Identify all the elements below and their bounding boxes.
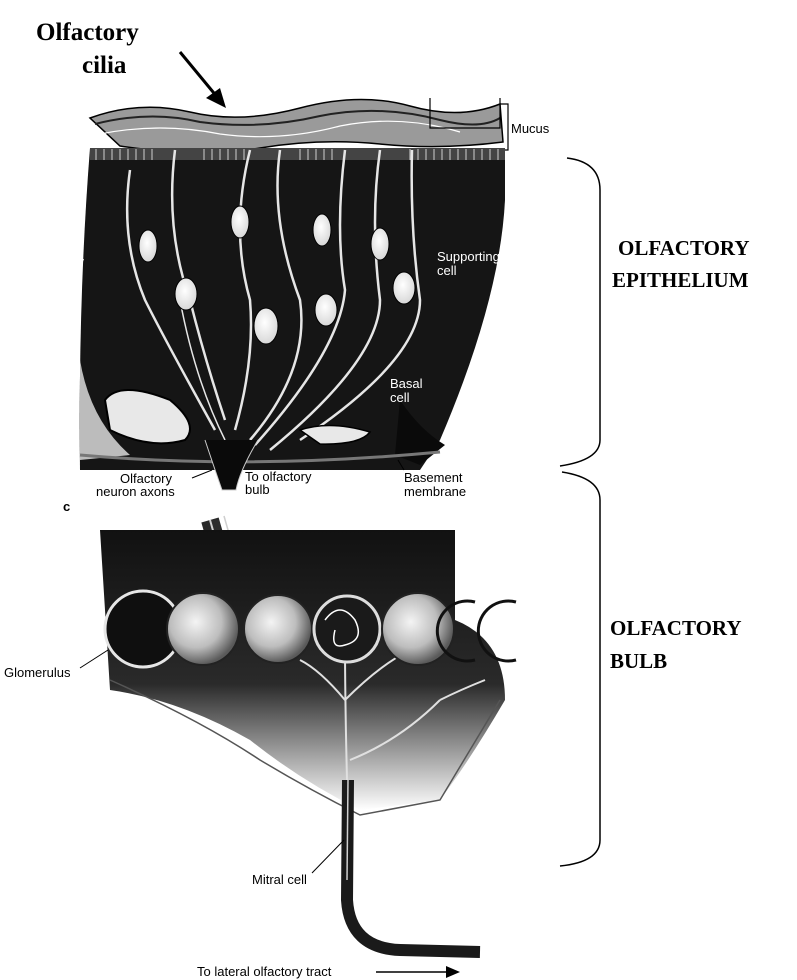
sensory-neuron-label: Olfactory sensory neuron (32, 254, 85, 297)
svg-text:neuron axons: neuron axons (96, 484, 175, 499)
panel-letter: c (63, 499, 70, 514)
epithelium-tissue (80, 148, 505, 490)
svg-text:membrane: membrane (404, 484, 466, 499)
svg-text:cell: cell (390, 390, 410, 405)
mitral-cell-label: Mitral cell (252, 840, 344, 887)
epithelium-brace (560, 158, 600, 466)
mucus-label: Mucus (511, 121, 550, 136)
title-line-2: cilia (82, 52, 127, 79)
bulb-label-line-1: OLFACTORY (610, 616, 742, 640)
epithelium-label-line-2: EPITHELIUM (612, 268, 749, 292)
svg-text:Basement: Basement (404, 470, 463, 485)
epithelium-label-line-1: OLFACTORY (618, 236, 750, 260)
svg-text:Glomerulus: Glomerulus (4, 665, 71, 680)
neuron-axons-label: Olfactory neuron axons (96, 470, 212, 499)
to-bulb-label: To olfactory bulb (245, 469, 312, 497)
glomerulus-label: Glomerulus (4, 650, 108, 680)
svg-text:sensory: sensory (32, 268, 78, 283)
bulb-tissue (100, 530, 505, 815)
mucus-layer (90, 98, 508, 153)
svg-text:Mitral cell: Mitral cell (252, 872, 307, 887)
bulb-label-line-2: BULB (610, 649, 667, 673)
bulb-brace (560, 472, 600, 866)
title-line-1: Olfactory (36, 19, 139, 46)
svg-text:cell: cell (437, 263, 457, 278)
svg-text:Basal: Basal (390, 376, 423, 391)
olfactory-cilia-title: Olfactory cilia (36, 19, 139, 79)
svg-text:bulb: bulb (245, 482, 270, 497)
svg-text:neuron: neuron (32, 282, 72, 297)
svg-text:Olfactory: Olfactory (32, 254, 85, 269)
svg-text:To lateral olfactory tract: To lateral olfactory tract (197, 964, 332, 979)
lateral-tract-label: To lateral olfactory tract (197, 964, 460, 979)
epithelium-region-label: OLFACTORY EPITHELIUM (612, 236, 750, 292)
bulb-region-label: OLFACTORY BULB (610, 616, 742, 673)
svg-text:Supporting: Supporting (437, 249, 500, 264)
cilia-arrow (180, 52, 226, 108)
